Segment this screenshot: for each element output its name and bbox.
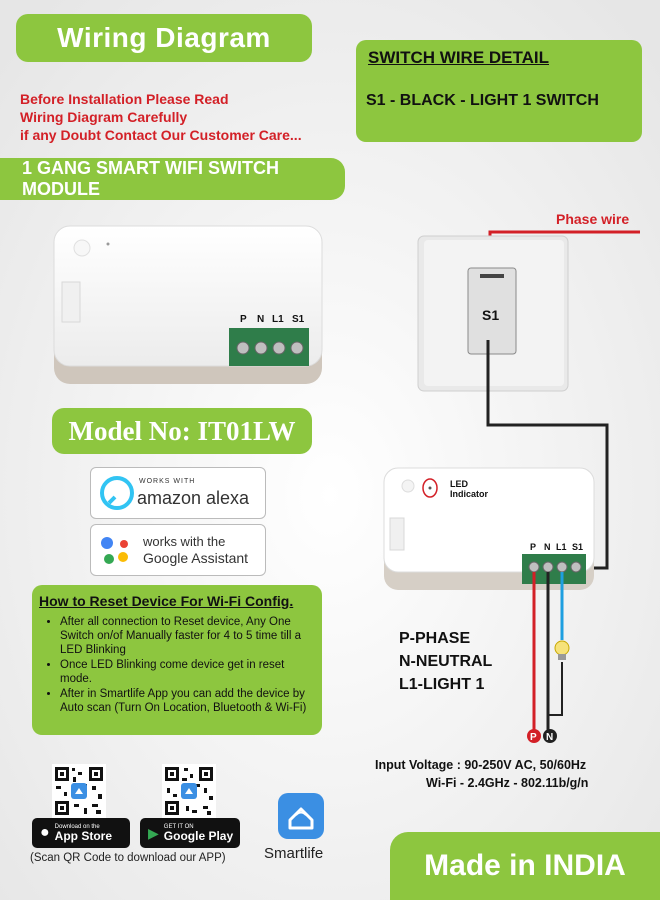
smartlife-app-icon[interactable] — [278, 793, 324, 839]
diagram-module-body — [383, 467, 595, 573]
terminal-legend: P-PHASE N-NEUTRAL L1-LIGHT 1 — [399, 627, 492, 696]
diagram-terminal-l1: L1 — [556, 542, 567, 552]
warning-line-3: if any Doubt Contact Our Customer Care..… — [20, 127, 302, 143]
phase-wire-label: Phase wire — [556, 211, 630, 227]
warning-line-1: Before Installation Please Read — [20, 91, 229, 107]
wiring-diagram: S1 LED Indicator P N L1 S1 P N — [383, 230, 640, 743]
alexa-small-text: WORKS WITH — [139, 478, 196, 485]
legend-phase: P-PHASE — [399, 630, 471, 647]
module-terminal-screws — [236, 341, 304, 355]
model-number: Model No: IT01LW — [52, 408, 312, 454]
apple-icon: ● — [40, 824, 50, 841]
legend-neutral: N-NEUTRAL — [399, 653, 493, 670]
neutral-marker — [543, 729, 557, 743]
reset-step-2: Once LED Blinking come device get in res… — [60, 658, 316, 686]
reset-instructions-box: How to Reset Device For Wi-Fi Config. Af… — [32, 585, 322, 735]
alexa-icon — [100, 476, 134, 510]
google-play-qr-code[interactable] — [162, 764, 216, 818]
phase-marker-label: P — [530, 732, 537, 743]
google-line-2: Google Assistant — [143, 550, 249, 566]
installation-warning: Before Installation Please Read Wiring D… — [20, 90, 302, 144]
diagram-terminal-p: P — [530, 542, 536, 552]
module-product-illustration: P N L1 S1 — [53, 225, 323, 384]
reset-step-1: After all connection to Reset device, An… — [60, 615, 316, 657]
module-led — [106, 242, 110, 246]
legend-light1: L1-LIGHT 1 — [399, 676, 485, 693]
smartlife-app-name: Smartlife — [264, 845, 324, 862]
module-terminal-s1: S1 — [292, 314, 305, 325]
google-play-button[interactable]: ▶ GET IT ON Google Play — [140, 818, 240, 848]
diagram-led — [428, 486, 432, 490]
switch-rocker[interactable] — [467, 267, 517, 355]
warning-line-2: Wiring Diagram Carefully — [20, 109, 188, 125]
module-title: 1 GANG SMART WIFI SWITCH MODULE — [22, 158, 279, 199]
phase-marker — [527, 729, 541, 743]
app-store-button[interactable]: ● Download on the App Store — [32, 818, 130, 848]
app-store-qr-code[interactable] — [52, 764, 106, 818]
google-play-icon: ▶ — [148, 824, 159, 841]
app-store-big-text: App Store — [54, 829, 113, 843]
scan-qr-note: (Scan QR Code to download our APP) — [30, 852, 226, 864]
alexa-badge: WORKS WITH amazon alexa — [90, 467, 266, 519]
switch-s1-label: S1 — [482, 307, 499, 323]
switch-black-wire — [486, 340, 609, 570]
google-play-small-text: GET IT ON — [163, 824, 194, 830]
module-side-port — [61, 281, 81, 323]
reset-step-3: After in Smartlife App you can add the d… — [60, 687, 316, 715]
google-assistant-icon — [101, 537, 128, 564]
module-terminal-n: N — [257, 314, 264, 325]
module-button — [73, 239, 91, 257]
wifi-spec: Wi-Fi - 2.4GHz - 802.11b/g/n — [426, 776, 589, 790]
google-line-1: works with the — [143, 534, 226, 549]
google-assistant-badge: works with the Google Assistant — [90, 524, 266, 576]
page-title: Wiring Diagram — [16, 14, 312, 62]
made-in-india-text: Made in INDIA — [424, 849, 626, 882]
switch-wire-detail-box: SWITCH WIRE DETAIL S1 - BLACK - LIGHT 1 … — [356, 40, 642, 142]
module-title-bar: 1 GANG SMART WIFI SWITCH MODULE — [0, 158, 345, 200]
diagram-side-port — [389, 517, 405, 551]
switch-wire-detail-title: SWITCH WIRE DETAIL — [368, 48, 549, 67]
diagram-terminal-n: N — [544, 542, 551, 552]
diagram-module-button — [401, 479, 415, 493]
alexa-big-text: amazon alexa — [137, 488, 250, 508]
light-bulb-icon — [554, 640, 570, 660]
lamp-return-wire — [548, 662, 563, 716]
neutral-marker-label: N — [546, 732, 553, 743]
led-highlight — [422, 478, 438, 498]
led-label-line-1: LED — [450, 479, 469, 489]
led-label-line-2: Indicator — [450, 489, 489, 499]
app-store-small-text: Download on the — [54, 824, 100, 830]
input-voltage-spec: Input Voltage : 90-250V AC, 50/60Hz — [375, 758, 587, 772]
module-terminal-l1: L1 — [272, 314, 284, 325]
diagram-terminal-s1: S1 — [572, 542, 583, 552]
switch-wire-detail-line: S1 - BLACK - LIGHT 1 SWITCH — [366, 92, 599, 109]
reset-steps: After all connection to Reset device, An… — [32, 615, 322, 716]
google-play-big-text: Google Play — [163, 829, 234, 843]
reset-title: How to Reset Device For Wi-Fi Config. — [39, 593, 294, 609]
switch-indicator-slot — [480, 274, 504, 278]
made-in-india-banner: Made in INDIA — [390, 832, 660, 900]
module-terminal-p: P — [240, 314, 247, 325]
